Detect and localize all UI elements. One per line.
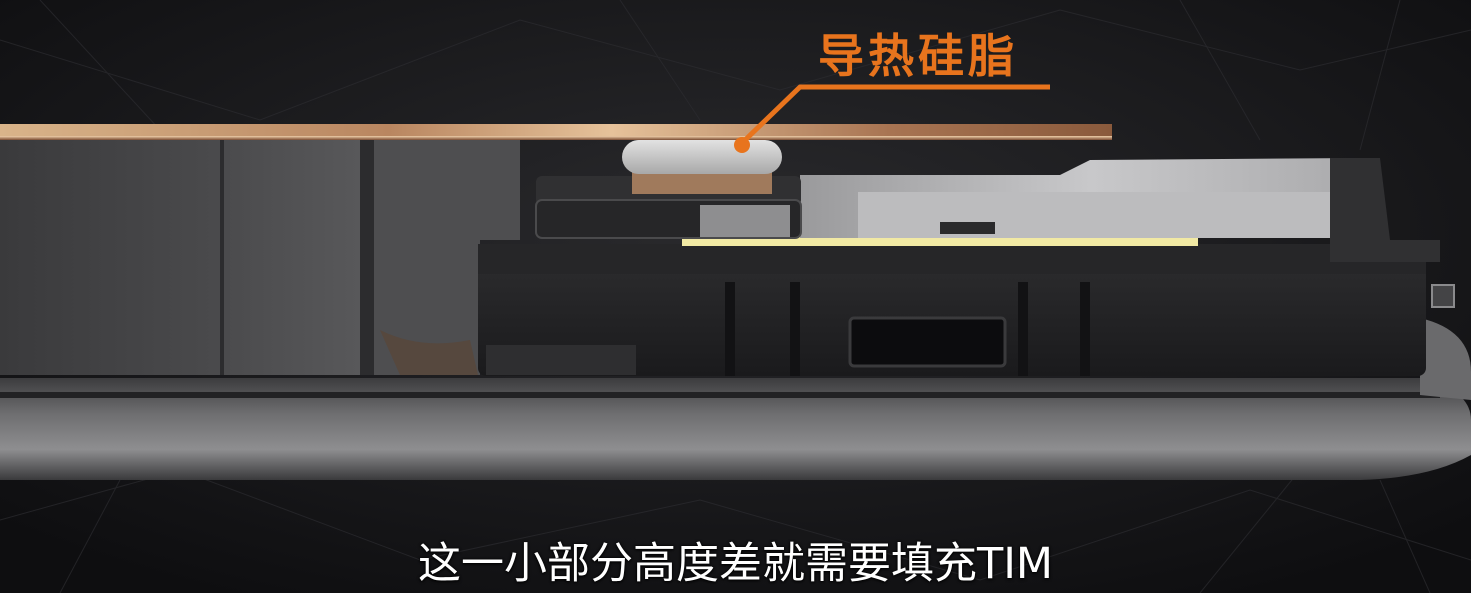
callout-label-thermal-paste: 导热硅脂: [818, 29, 1018, 83]
subtitle-caption: 这一小部分高度差就需要填充TIM: [417, 539, 1054, 589]
side-connector: [1431, 284, 1455, 308]
soc-copper-shim: [632, 172, 772, 194]
phone-frame: [0, 378, 1471, 480]
left-block-bevel: [360, 130, 374, 375]
left-block-divider: [220, 140, 224, 375]
left-component-block: [0, 130, 360, 375]
middle-bracket: [374, 140, 520, 375]
shield-can-marker: [940, 222, 995, 234]
soc-die-center: [700, 205, 790, 237]
shield-clip-right: [1330, 158, 1440, 262]
copper-heat-spreader: [0, 124, 1112, 139]
shield-can-top: [858, 192, 1378, 238]
board-top-rail: [478, 244, 1426, 274]
board-slot: [848, 316, 1007, 368]
copper-flex-cable: [380, 330, 478, 375]
black-board-housing: [478, 244, 1426, 376]
board-ribs: [725, 282, 1090, 376]
callout-leader: [734, 84, 1050, 153]
frame-right-curve: [1420, 318, 1471, 400]
frame-shadow-line: [0, 392, 1440, 398]
thermal-paste-blob: [622, 140, 782, 174]
copper-spreader-edge: [0, 136, 1112, 140]
board-lower-pad: [486, 345, 636, 375]
thermal-pad-strip: [682, 236, 1198, 246]
